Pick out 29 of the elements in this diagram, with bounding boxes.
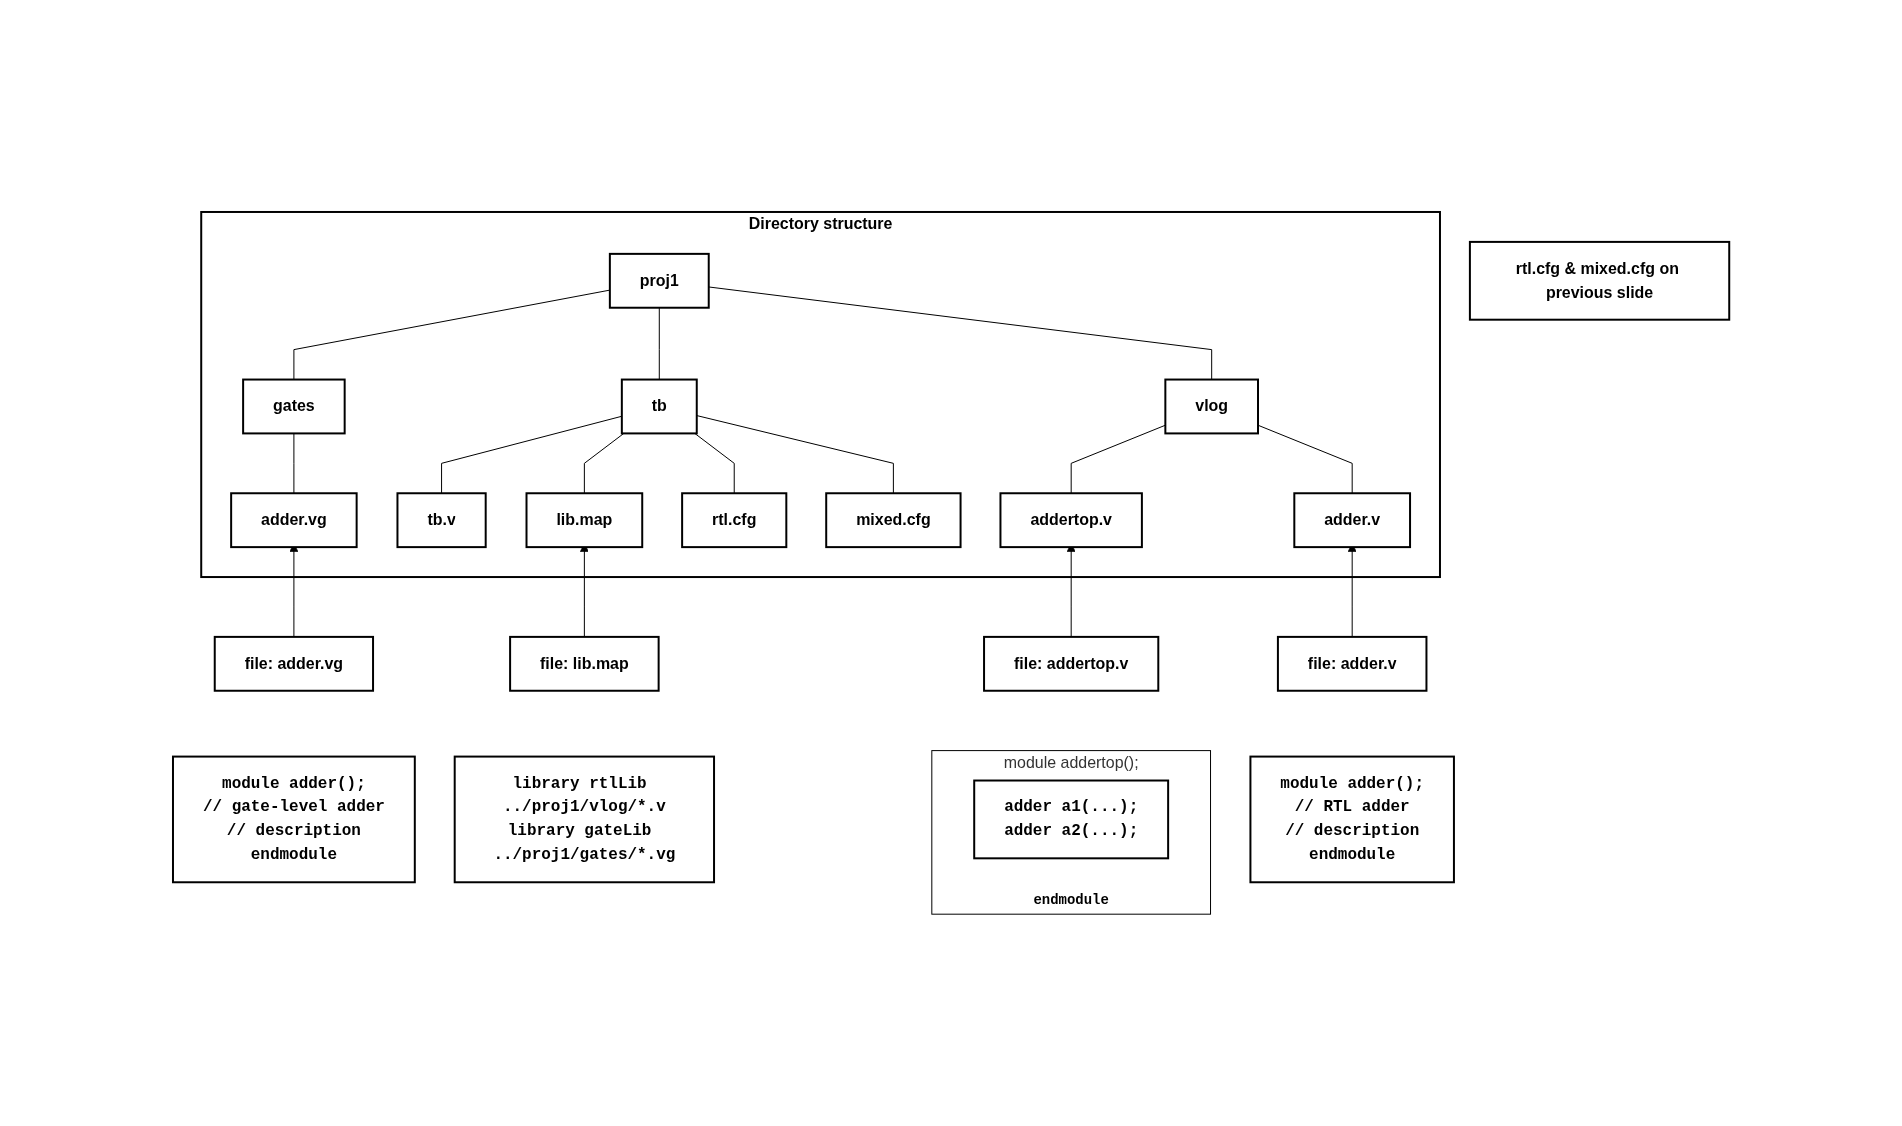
node-box: tb.v [396,492,487,549]
node-box: tb [620,378,698,435]
node-box: proj1 [608,252,710,309]
connector [1070,424,1166,494]
connector [583,432,625,494]
node-box: module adder(); // RTL adder // description endmodule [1249,755,1455,884]
connector [708,286,1213,380]
node-box: module adder(); // gate-level adder // description endmodule [171,755,416,884]
node-box: rtl.cfg [681,492,788,549]
node-box: file: addertop.v [982,635,1160,692]
node-box: file: adder.vg [213,635,374,692]
node-box: file: lib.map [509,635,660,692]
connector [293,432,295,494]
node-box: file: adder.v [1276,635,1428,692]
node-box: library rtlLib ../proj1/vlog/*.v library gateLib ../proj1/gates/*.vg [453,755,715,884]
connector [1257,424,1353,494]
node-box: adder a1(...); adder a2(...); [973,779,1170,860]
node-box: adder.vg [230,492,358,549]
node-box: lib.map [525,492,644,549]
node-box: adder.v [1293,492,1411,549]
node-box: vlog [1164,378,1259,435]
connector [694,432,735,494]
node-box: gates [242,378,346,435]
node-box: addertop.v [999,492,1143,549]
node-box: mixed.cfg [825,492,962,549]
connector [696,415,894,494]
node-box: rtl.cfg & mixed.cfg on previous slide [1468,240,1731,321]
connector [658,307,660,380]
connector [440,415,623,494]
